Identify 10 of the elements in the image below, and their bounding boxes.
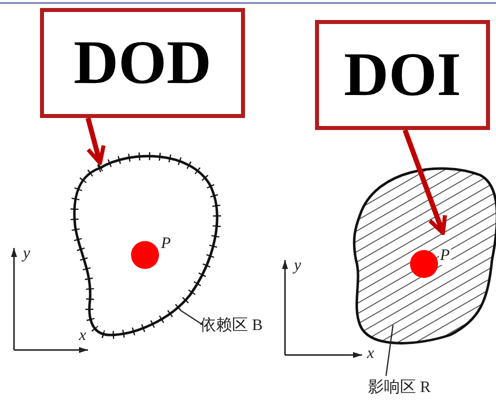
arrow <box>86 117 106 165</box>
leader-line <box>180 310 204 326</box>
region-label: 影响区 R <box>368 378 438 398</box>
region-label: 依赖区 B <box>200 316 270 336</box>
point-label: P <box>439 246 451 266</box>
callout-box: DOD <box>40 8 245 118</box>
leader-line <box>385 324 394 376</box>
arrow <box>402 129 447 235</box>
hatched-region <box>352 167 496 344</box>
callout-box: DOI <box>315 20 490 130</box>
